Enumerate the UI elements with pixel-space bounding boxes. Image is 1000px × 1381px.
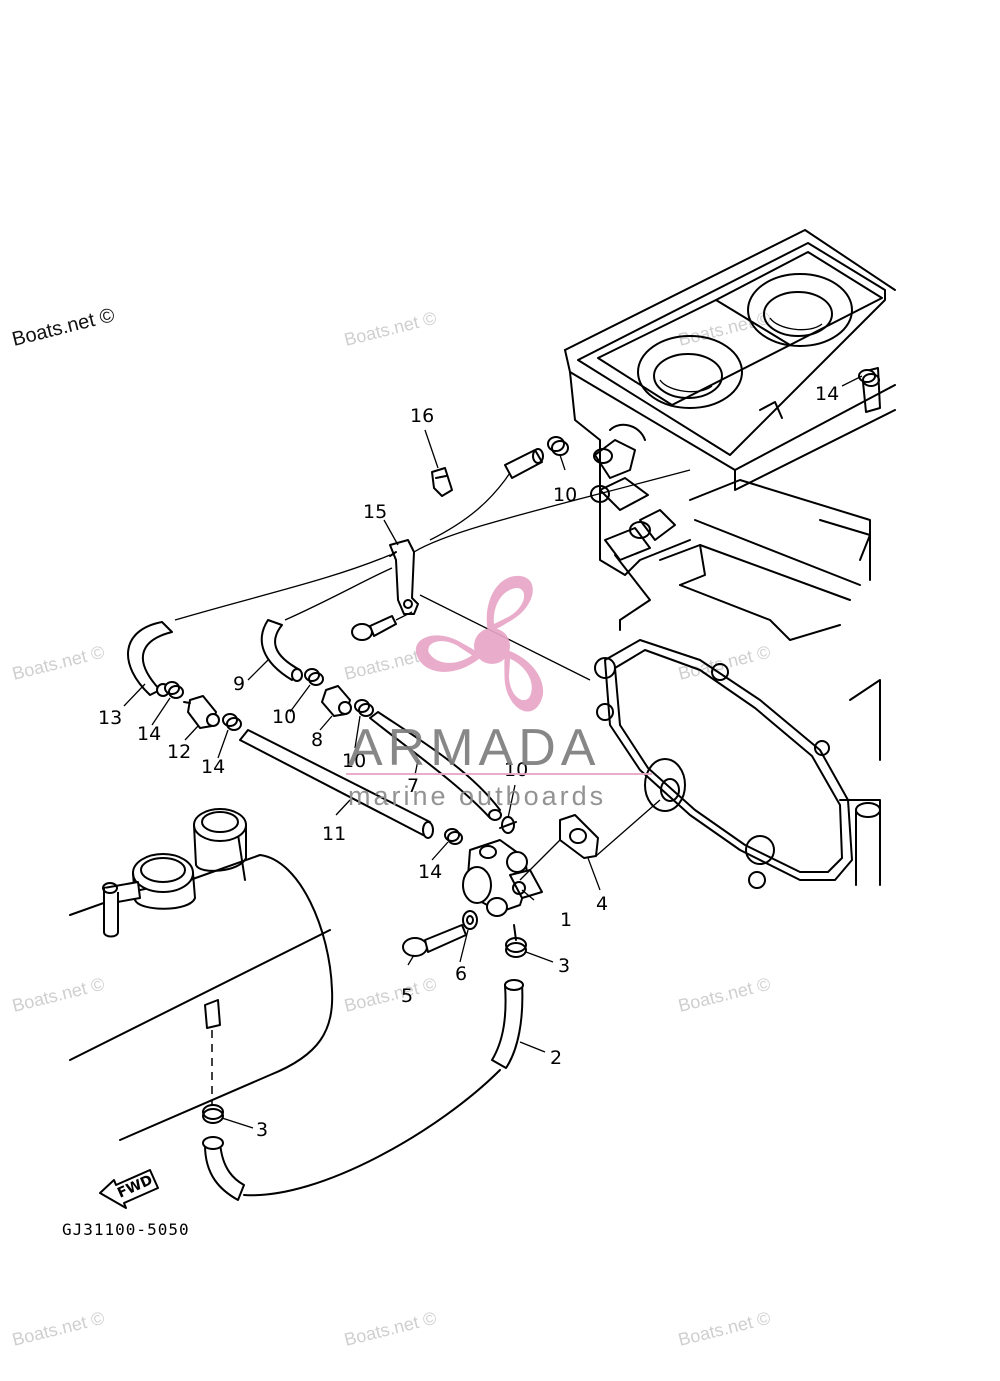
watermark: Boats.net © xyxy=(342,974,438,1016)
watermark: Boats.net © xyxy=(676,308,772,350)
part-label-9: 9 xyxy=(233,673,245,695)
leader-lines xyxy=(123,375,863,1129)
part-labels: 1 2 3 3 4 5 6 7 8 9 10 10 10 10 11 12 13… xyxy=(98,383,839,1141)
watermark: Boats.net © xyxy=(342,1308,438,1350)
part-label-14: 14 xyxy=(137,723,161,745)
part-label-10: 10 xyxy=(342,750,366,772)
part-label-8: 8 xyxy=(311,729,323,751)
part-label-14: 14 xyxy=(815,383,839,405)
brand-name: ARMADA xyxy=(348,719,600,777)
part-label-10: 10 xyxy=(553,484,577,506)
watermark-dark: Boats.net © xyxy=(10,304,117,351)
watermark: Boats.net © xyxy=(676,974,772,1016)
watermark: Boats.net © xyxy=(676,1308,772,1350)
part-label-5: 5 xyxy=(401,985,413,1007)
part-label-15: 15 xyxy=(363,501,387,523)
part-label-4: 4 xyxy=(596,893,608,915)
engine-block-drawing xyxy=(564,229,896,889)
brand-divider xyxy=(346,773,652,775)
part-label-16: 16 xyxy=(410,405,434,427)
part-label-11: 11 xyxy=(322,823,346,845)
part-label-6: 6 xyxy=(455,963,467,985)
brand-logo: ARMADA marine outboards xyxy=(346,575,652,811)
oil-tank-drawing xyxy=(69,808,501,1201)
watermark: Boats.net © xyxy=(10,642,106,684)
propeller-icon xyxy=(415,575,543,712)
watermark: Boats.net © xyxy=(10,974,106,1016)
brand-tagline: marine outboards xyxy=(348,781,606,811)
part-label-3: 3 xyxy=(256,1119,268,1141)
forward-direction-arrow: FWD xyxy=(99,1169,159,1209)
part-label-10: 10 xyxy=(272,706,296,728)
watermark: Boats.net © xyxy=(10,1308,106,1350)
part-label-14: 14 xyxy=(201,756,225,778)
part-label-12: 12 xyxy=(167,741,191,763)
part-label-3: 3 xyxy=(558,955,570,977)
part-label-1: 1 xyxy=(560,909,572,931)
part-label-14: 14 xyxy=(418,861,442,883)
part-label-10: 10 xyxy=(504,759,528,781)
hoses-and-fittings-drawing xyxy=(127,369,880,1069)
diagram-code: GJ31100-5050 xyxy=(62,1220,190,1239)
part-label-2: 2 xyxy=(550,1047,562,1069)
part-label-7: 7 xyxy=(407,775,419,797)
watermark: Boats.net © xyxy=(342,308,438,350)
part-label-13: 13 xyxy=(98,707,122,729)
